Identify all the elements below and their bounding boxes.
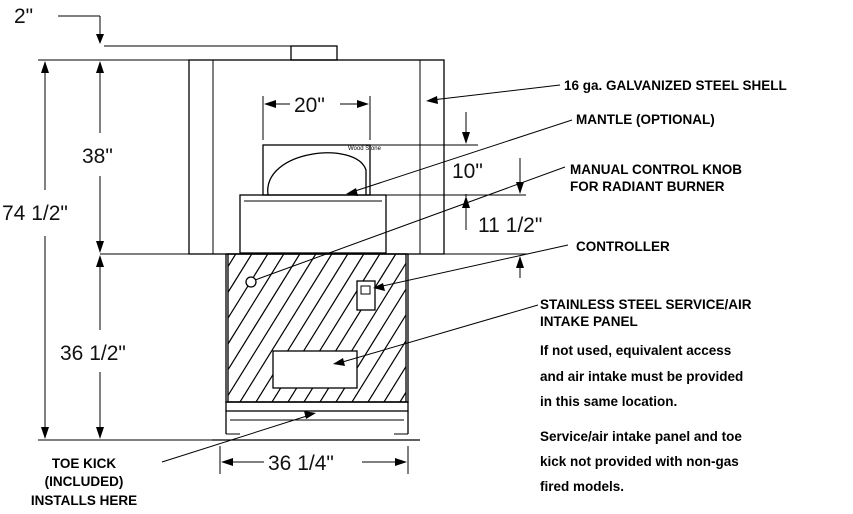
callout-controller: CONTROLLER xyxy=(576,239,670,254)
hatch-line xyxy=(383,365,406,402)
note-gas-line2: kick not provided with non-gas xyxy=(540,454,739,469)
dim-base-height-label: 36 1/2" xyxy=(60,342,126,365)
oven-opening: Wood Stone xyxy=(262,144,382,196)
callout-mantle: MANTLE (OPTIONAL) xyxy=(576,112,715,127)
callout-panel-line1: STAINLESS STEEL SERVICE/AIR xyxy=(540,297,752,312)
note-access-line1: If not used, equivalent access xyxy=(540,343,731,358)
callout-panel-line2: INTAKE PANEL xyxy=(540,314,638,329)
note-access-line3: in this same location. xyxy=(540,394,677,409)
dim-knob-height: 11 1/2" xyxy=(408,158,542,278)
hatch-line xyxy=(351,313,406,402)
dim-base-height: 36 1/2" xyxy=(60,255,126,439)
callout-toe-kick-line1: TOE KICK xyxy=(52,456,117,471)
dim-top-gap-label: 2" xyxy=(14,5,33,28)
dim-opening-width: 20" xyxy=(262,94,371,140)
dim-knob-height-label: 11 1/2" xyxy=(478,214,542,237)
dim-mantle-height-label: 10" xyxy=(452,160,483,183)
hatch-line xyxy=(228,254,301,371)
hatch-line xyxy=(228,254,285,346)
hatch-line xyxy=(112,254,204,402)
callout-toe-kick-line2: (INCLUDED) xyxy=(45,474,124,489)
flue-collar xyxy=(290,45,338,61)
callout-knob-line1: MANUAL CONTROL KNOB xyxy=(570,162,742,177)
callout-shell: 16 ga. GALVANIZED STEEL SHELL xyxy=(564,78,787,93)
note-access-line2: and air intake must be provided xyxy=(540,369,743,384)
dim-upper-height-label: 38" xyxy=(82,145,113,168)
dim-total-height-label: 74 1/2" xyxy=(2,202,68,225)
dim-opening-width-label: 20" xyxy=(294,94,325,117)
toe-kick xyxy=(212,401,420,441)
hatch-line xyxy=(80,254,172,402)
callout-toe-kick-line3: INSTALLS HERE xyxy=(31,493,137,508)
hatch-line xyxy=(255,254,349,402)
dim-total-height: 74 1/2" xyxy=(2,59,212,441)
note-gas-line3: fired models. xyxy=(540,479,624,494)
dim-top-gap: 2" xyxy=(14,5,291,47)
hatch-line xyxy=(96,254,188,402)
dim-base-width-label: 36 1/4" xyxy=(268,452,334,475)
hatch-line xyxy=(128,254,220,402)
leader-lines xyxy=(161,84,573,463)
note-gas-line1: Service/air intake panel and toe xyxy=(540,429,742,444)
hatch-line xyxy=(239,254,333,402)
dim-base-width: 36 1/4" xyxy=(219,446,409,475)
brand-mark: Wood Stone xyxy=(348,146,382,152)
hatch-line xyxy=(399,391,406,402)
control-knob xyxy=(245,276,257,288)
air-intake-panel xyxy=(272,350,358,389)
hatch-line xyxy=(228,254,317,397)
callout-knob-line2: FOR RADIANT BURNER xyxy=(570,179,725,194)
mantle xyxy=(239,194,387,254)
controller-screen xyxy=(360,285,371,295)
controller-box xyxy=(356,280,376,311)
hatch-line xyxy=(228,254,237,268)
dim-mantle-height: 10" xyxy=(370,112,526,230)
dim-upper-height: 38" xyxy=(82,61,189,255)
hatch-line xyxy=(228,254,253,294)
hatch-line xyxy=(367,339,406,402)
